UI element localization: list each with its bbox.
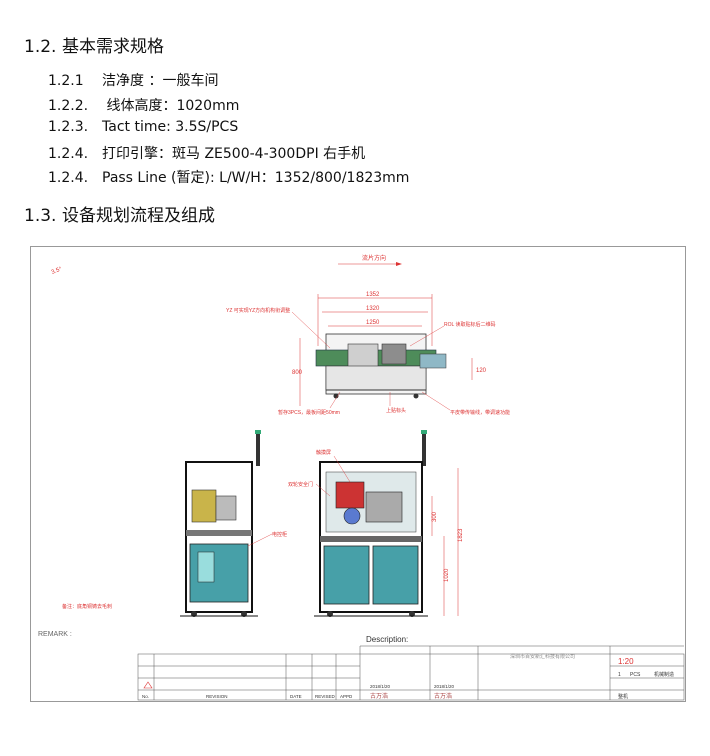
- svg-text:REVISION: REVISION: [206, 694, 228, 699]
- dim-label: 1250: [366, 320, 380, 326]
- title-block: [137, 645, 685, 701]
- dimension-lines: [299, 294, 473, 406]
- description-label: Description:: [366, 635, 408, 644]
- scale: 1:20: [618, 657, 634, 666]
- dim-label: 800: [292, 370, 303, 376]
- svg-text:DATE: DATE: [290, 694, 302, 699]
- remark-label: REMARK :: [38, 631, 72, 638]
- company: 深圳市百安新汇科技有限公司: [510, 653, 575, 660]
- svg-text:REVISED: REVISED: [315, 694, 336, 699]
- flow-label: 流片方向: [362, 254, 386, 262]
- dim-label: 1823: [458, 528, 464, 542]
- machine-front-view: [314, 430, 428, 617]
- callout: 平皮带传输线，带调速功能: [450, 409, 510, 416]
- qty: 1: [618, 672, 621, 678]
- list-item: 1.2.3.Tact time: 3.5S/PCS: [48, 119, 239, 135]
- part-name: 整机: [618, 693, 628, 700]
- unit: PCS: [630, 672, 641, 678]
- section-heading: 1.3.设备规划流程及组成: [24, 206, 215, 226]
- section-heading: 1.2.基本需求规格: [24, 37, 164, 57]
- date: 2018/1/20: [370, 684, 391, 689]
- svg-text:No.: No.: [142, 694, 149, 699]
- svg-text:APPD: APPD: [340, 694, 353, 699]
- dept: 机械制造: [654, 671, 674, 678]
- dimension-lines: [431, 468, 459, 616]
- dim-label: 1020: [444, 568, 450, 582]
- svg-text:3.5°: 3.5°: [51, 266, 64, 276]
- dim-label: 120: [476, 368, 487, 374]
- callout: 暂存3PCS，最板间距50mm: [278, 409, 340, 416]
- dim-label: 300: [432, 511, 438, 522]
- callout: ROL 读取贴标后二维码: [444, 321, 496, 328]
- callout: 备注：底角铜铸去毛刺: [62, 603, 112, 610]
- dim-label: 1320: [366, 306, 380, 312]
- callout: 电控柜: [272, 531, 287, 538]
- list-item: 1.2.4.Pass Line (暂定): L/W/H：1352/800/182…: [48, 170, 410, 186]
- list-item: 1.2.2. 线体高度：1020mm: [48, 98, 240, 114]
- callout: YZ 可实现YZ方向机构衔调整: [226, 307, 290, 314]
- dim-label: 1352: [366, 292, 380, 298]
- checker: 古万浩: [434, 692, 452, 700]
- engineering-drawing: 3.5° 流片方向 1352 1320 1250 800 120 YZ 可实现Y…: [30, 246, 686, 702]
- machine-top-view: [315, 333, 447, 399]
- machine-side-view: [180, 430, 261, 617]
- callout: 双轮安全门: [288, 481, 313, 488]
- designer: 古万浩: [370, 692, 388, 700]
- list-item: 1.2.4.打印引擎：斑马 ZE500-4-300DPI 右手机: [48, 146, 366, 162]
- callout: 触摸屏: [316, 449, 331, 456]
- date: 2018/1/20: [434, 684, 455, 689]
- callout: 上贴标头: [386, 407, 406, 414]
